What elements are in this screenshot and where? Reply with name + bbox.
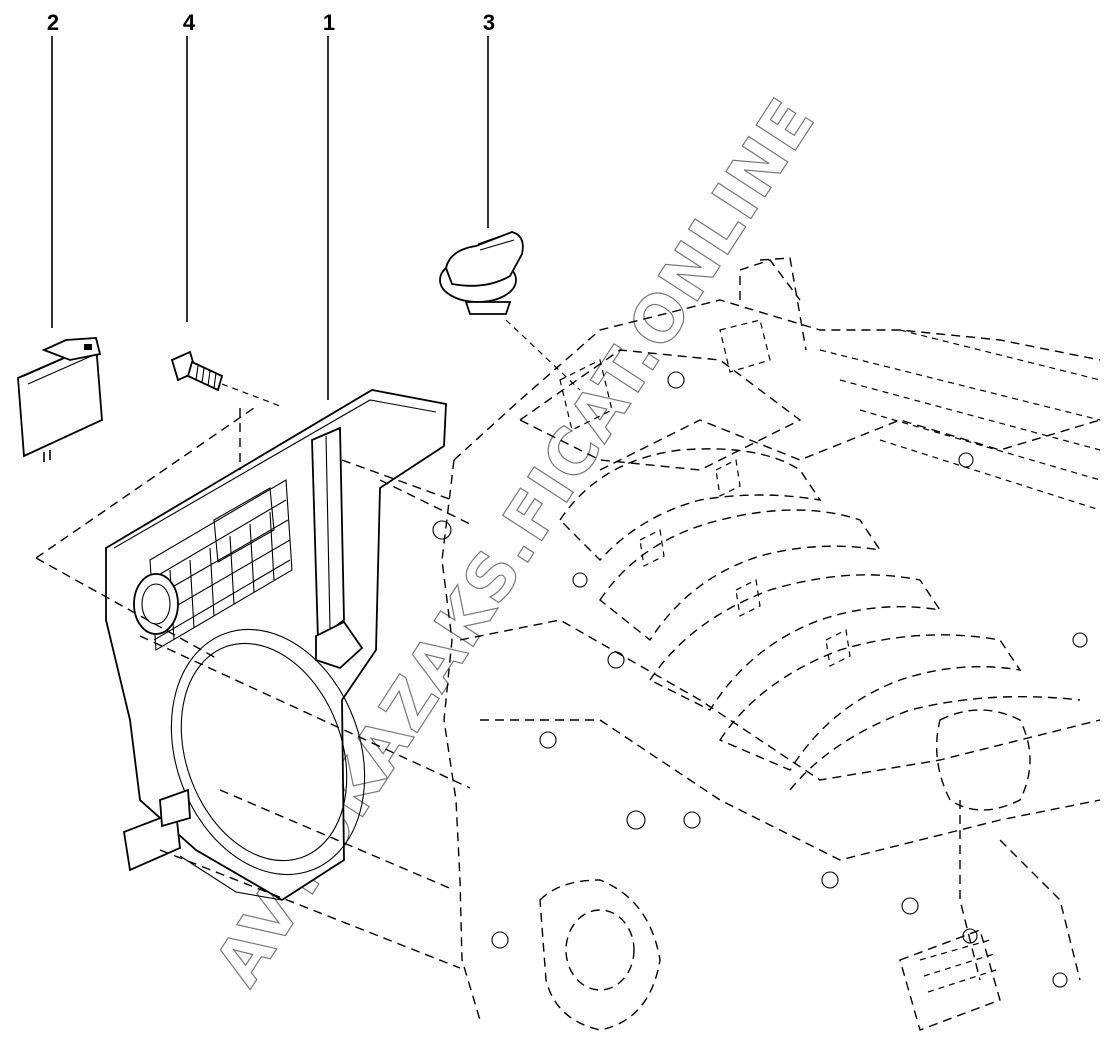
engine-assembly [432,257,1101,1031]
callout-leaders [51,36,489,400]
callout-2: 2 [46,10,60,35]
assembly-guide-lines [35,407,471,969]
callout-3: 3 [482,10,496,35]
callout-4: 4 [182,10,196,35]
callout-1: 1 [322,10,336,35]
engine-bolts [432,371,1088,988]
part-3-cap [439,231,581,391]
part-1-timing-cover [105,389,447,902]
part-4-bolt [170,350,281,407]
part-2-plate [17,337,103,462]
